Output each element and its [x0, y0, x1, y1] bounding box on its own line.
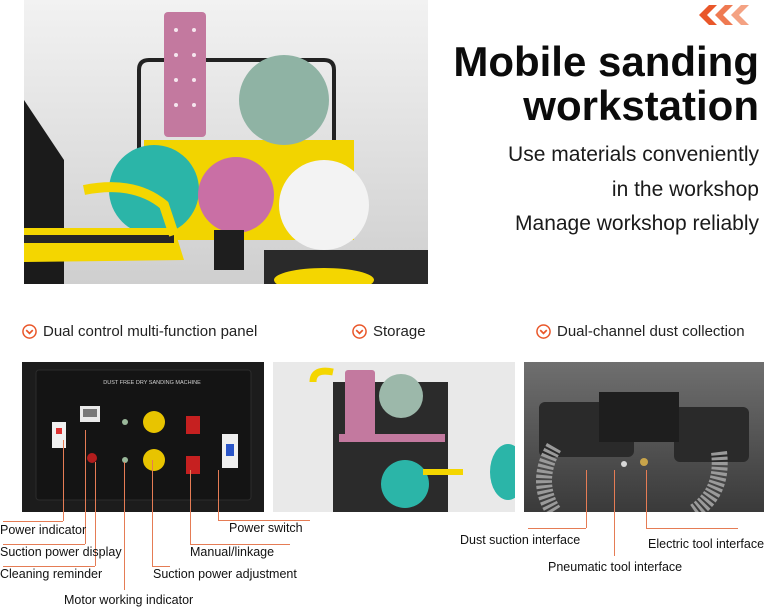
hero-title: Mobile sanding workstation — [439, 40, 759, 128]
chevron-arrows-icon — [695, 4, 759, 26]
hero-title-line1: Mobile sanding — [453, 38, 759, 85]
callout-suction-power-display: Suction power display — [0, 545, 122, 559]
callout-line — [646, 528, 738, 529]
callout-line — [152, 460, 153, 566]
callout-line — [63, 440, 64, 521]
feature-label: Storage — [373, 323, 426, 340]
callout-power-indicator: Power indicator — [0, 523, 87, 537]
callout-line — [190, 544, 290, 545]
check-circle-icon — [536, 324, 551, 339]
feature-label: Dual control multi-function panel — [43, 323, 258, 340]
panel-brand-text: DUST FREE DRY SANDING MACHINE — [103, 380, 201, 386]
feature-header-dust: Dual-channel dust collection — [536, 323, 745, 340]
hero-title-line2: workstation — [523, 82, 759, 129]
hero-subtitle-3: Manage workshop reliably — [515, 212, 759, 235]
callout-line — [190, 470, 191, 544]
callout-suction-power-adjustment: Suction power adjustment — [153, 567, 297, 581]
callout-motor-working-indicator: Motor working indicator — [64, 593, 194, 607]
callout-line — [124, 462, 125, 590]
feature-header-storage: Storage — [352, 323, 426, 340]
callout-line — [3, 566, 95, 567]
hero-subtitle-2: in the workshop — [611, 178, 759, 201]
callout-power-switch: Power switch — [229, 521, 303, 535]
hero-subtitle-1: Use materials conveniently — [508, 143, 759, 166]
callout-pneumatic-tool-interface: Pneumatic tool interface — [548, 560, 683, 574]
callout-line — [95, 462, 96, 566]
feature-header-panel: Dual control multi-function panel — [22, 323, 257, 340]
feature-label: Dual-channel dust collection — [557, 323, 745, 340]
storage-photo — [273, 362, 515, 512]
callout-line — [3, 521, 63, 522]
callout-line — [528, 528, 586, 529]
callout-line — [218, 520, 310, 521]
check-circle-icon — [22, 324, 37, 339]
callout-line — [152, 566, 170, 567]
hero-product-photo — [24, 0, 428, 284]
callout-line — [3, 544, 85, 545]
control-panel-photo: DUST FREE DRY SANDING MACHINE — [22, 362, 264, 512]
callout-cleaning-reminder: Cleaning reminder — [0, 567, 103, 581]
callout-line — [218, 470, 219, 520]
callout-line — [646, 470, 647, 528]
dust-collection-photo — [524, 362, 764, 512]
callout-line — [85, 430, 86, 544]
callout-dust-suction-interface: Dust suction interface — [460, 533, 581, 547]
callout-line — [614, 470, 615, 556]
callout-electric-tool-interface: Electric tool interface — [648, 537, 765, 551]
callout-manual-linkage: Manual/linkage — [190, 545, 275, 559]
callout-line — [586, 470, 587, 528]
check-circle-icon — [352, 324, 367, 339]
